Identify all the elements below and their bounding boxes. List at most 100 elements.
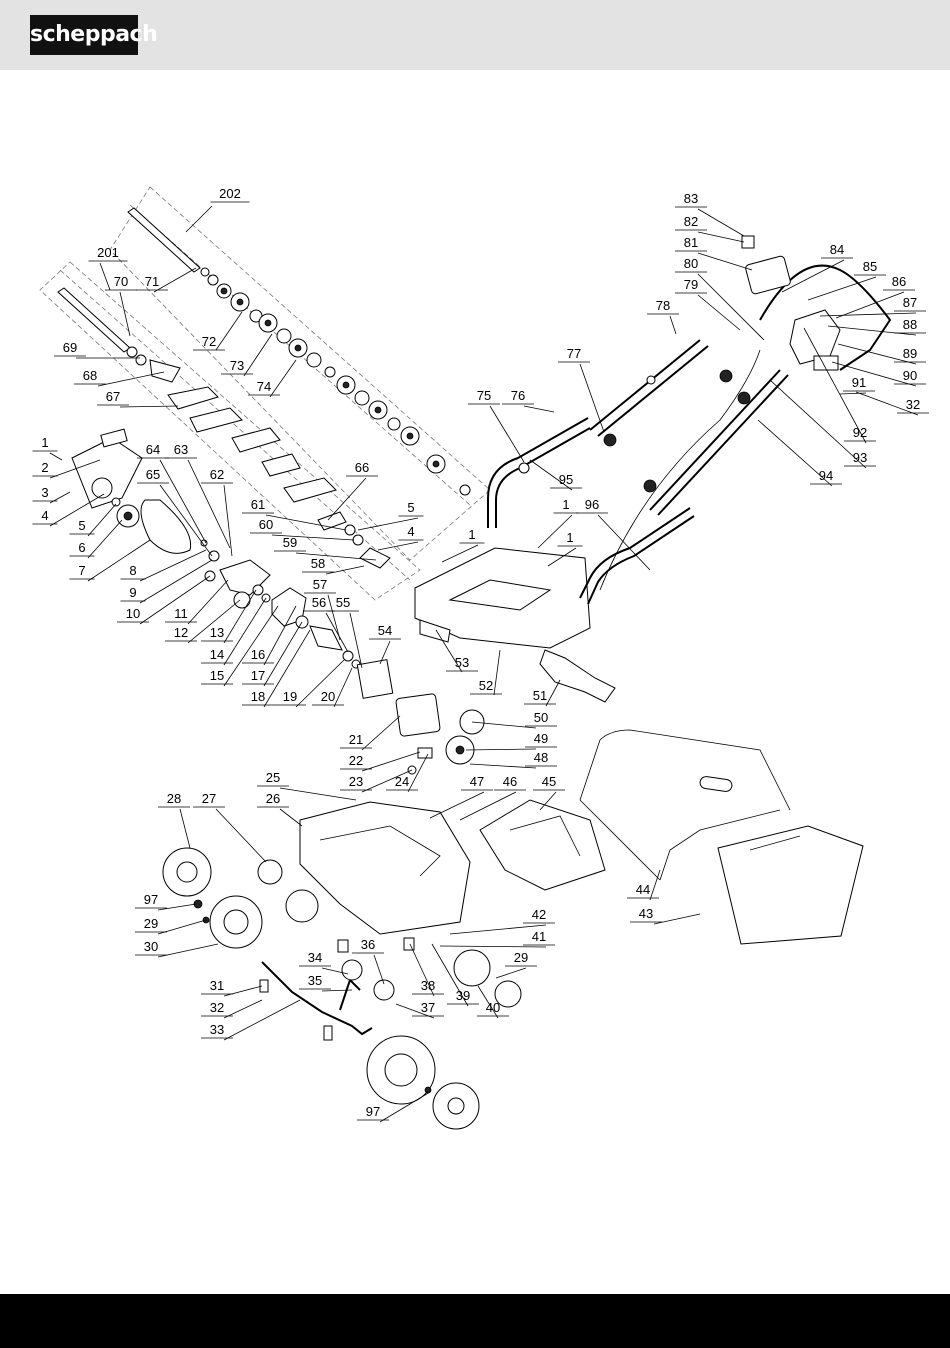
callout-35: 35	[299, 973, 331, 990]
callout-91: 91	[843, 375, 875, 392]
callout-5: 5	[398, 500, 424, 517]
callout-69: 69	[54, 340, 86, 357]
callout-label: 8	[129, 563, 136, 578]
callout-label: 10	[126, 606, 140, 621]
callout-label: 22	[349, 753, 363, 768]
callout-202: 202	[210, 186, 250, 203]
callout-label: 26	[266, 791, 280, 806]
callout-44: 44	[627, 882, 659, 899]
top-housing	[414, 547, 616, 703]
callout-23: 23	[340, 774, 372, 791]
callout-label: 23	[349, 774, 363, 789]
callout-76: 76	[502, 388, 534, 405]
callout-41: 41	[523, 929, 555, 946]
callout-52: 52	[470, 678, 502, 695]
callout-label: 24	[395, 774, 409, 789]
callout-10: 10	[117, 606, 149, 623]
shaft-201	[57, 287, 364, 546]
callout-label: 3	[41, 485, 48, 500]
callout-94: 94	[810, 468, 842, 485]
callout-87: 87	[894, 295, 926, 312]
callout-25: 25	[257, 770, 289, 787]
callout-1: 1	[32, 435, 58, 452]
callout-label: 30	[144, 939, 158, 954]
callout-label: 73	[230, 358, 244, 373]
callout-label: 88	[903, 317, 917, 332]
callout-label: 5	[78, 518, 85, 533]
callout-40: 40	[477, 1000, 509, 1017]
callout-59: 59	[274, 535, 306, 552]
callout-label: 62	[210, 467, 224, 482]
callout-27: 27	[193, 791, 225, 808]
callout-label: 44	[636, 882, 650, 897]
callout-46: 46	[494, 774, 526, 791]
callout-1: 1	[459, 527, 485, 544]
callout-label: 36	[361, 937, 375, 952]
callout-58: 58	[302, 556, 334, 573]
callout-label: 96	[585, 497, 599, 512]
callout-93: 93	[844, 450, 876, 467]
callout-label: 45	[542, 774, 556, 789]
leader-lines	[49, 205, 919, 1123]
callout-62: 62	[201, 467, 233, 484]
callout-84: 84	[821, 242, 853, 259]
callout-label: 41	[532, 929, 546, 944]
callout-label: 55	[336, 595, 350, 610]
callout-label: 37	[421, 1000, 435, 1015]
callout-label: 77	[567, 346, 581, 361]
callout-90: 90	[894, 368, 926, 385]
callout-label: 1	[562, 497, 569, 512]
callout-38: 38	[412, 978, 444, 995]
callout-42: 42	[523, 907, 555, 924]
callout-label: 93	[853, 450, 867, 465]
callout-label: 7	[78, 563, 85, 578]
callout-12: 12	[165, 625, 197, 642]
callout-label: 40	[486, 1000, 500, 1015]
callout-51: 51	[524, 688, 556, 705]
callout-label: 48	[534, 750, 548, 765]
callout-label: 12	[174, 625, 188, 640]
callout-1: 1	[553, 497, 579, 514]
callout-label: 31	[210, 978, 224, 993]
callout-label: 5	[407, 500, 414, 515]
callout-label: 84	[830, 242, 844, 257]
callout-label: 61	[251, 497, 265, 512]
callout-label: 72	[202, 334, 216, 349]
callout-17: 17	[242, 668, 274, 685]
callout-9: 9	[120, 585, 146, 602]
callout-label: 43	[639, 906, 653, 921]
callout-label: 75	[477, 388, 491, 403]
callout-label: 9	[129, 585, 136, 600]
callout-4: 4	[398, 524, 424, 541]
callout-22: 22	[340, 753, 372, 770]
callout-85: 85	[854, 259, 886, 276]
callout-32: 32	[897, 397, 929, 414]
callout-label: 201	[97, 245, 119, 260]
callout-64: 64	[137, 442, 169, 459]
callout-55: 55	[327, 595, 359, 612]
callout-label: 54	[378, 623, 392, 638]
callout-label: 15	[210, 668, 224, 683]
callout-label: 27	[202, 791, 216, 806]
callout-53: 53	[446, 655, 478, 672]
callout-label: 2	[41, 460, 48, 475]
deck-housing	[299, 799, 606, 935]
callout-95: 95	[550, 472, 582, 489]
callout-label: 71	[145, 274, 159, 289]
callout-54: 54	[369, 623, 401, 640]
callout-201: 201	[88, 245, 128, 262]
callout-label: 17	[251, 668, 265, 683]
callout-77: 77	[558, 346, 590, 363]
callout-label: 50	[534, 710, 548, 725]
callout-50: 50	[525, 710, 557, 727]
callout-19: 19	[274, 689, 306, 706]
callout-80: 80	[675, 256, 707, 273]
callout-label: 66	[355, 460, 369, 475]
callout-label: 6	[78, 540, 85, 555]
callout-label: 81	[684, 235, 698, 250]
callout-label: 95	[559, 472, 573, 487]
callout-label: 16	[251, 647, 265, 662]
callout-24: 24	[386, 774, 418, 791]
callout-30: 30	[135, 939, 167, 956]
callout-67: 67	[97, 389, 129, 406]
